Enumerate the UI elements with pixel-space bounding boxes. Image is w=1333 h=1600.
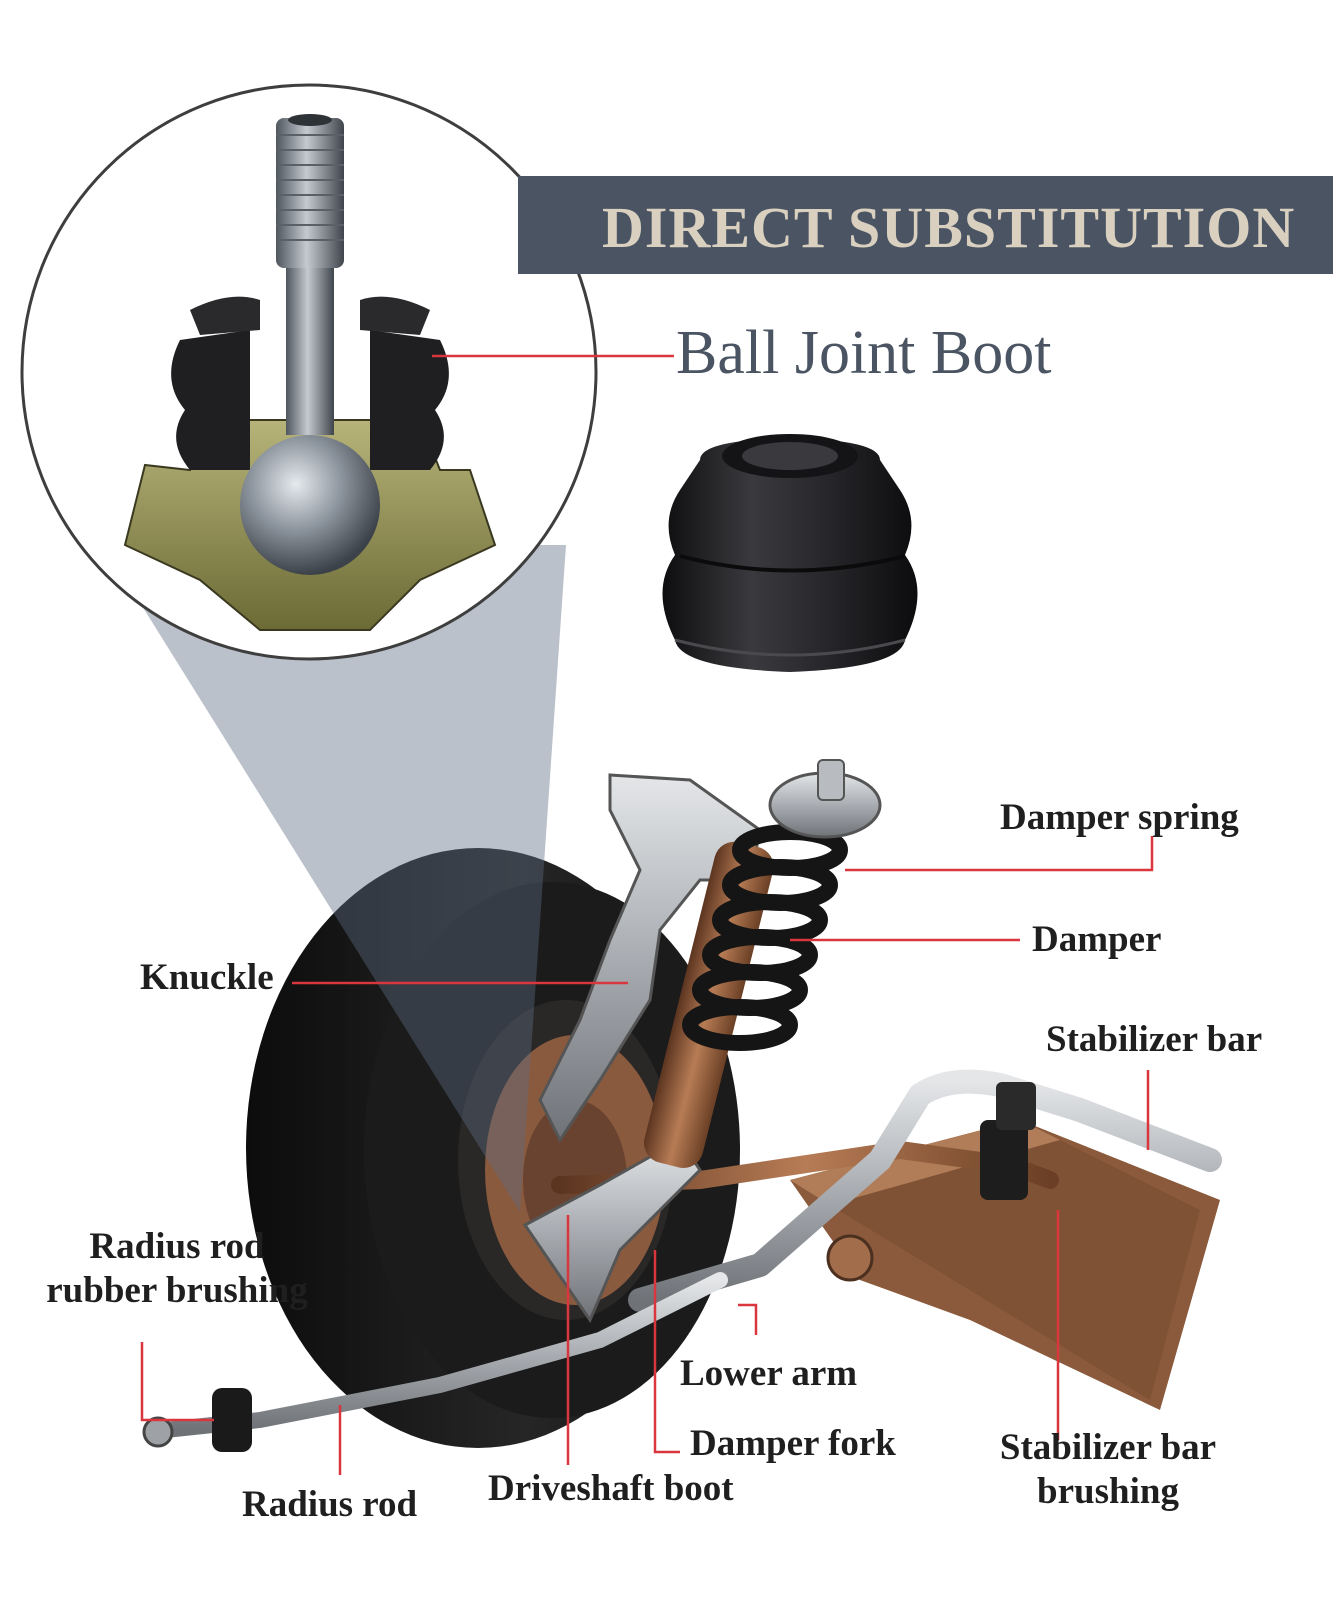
label-damper-fork: Damper fork (690, 1423, 896, 1464)
boot-product-photo (662, 434, 918, 672)
radius-rod-bushing (212, 1388, 252, 1452)
label-radius-rod-bushing-line2: rubber brushing (46, 1270, 308, 1312)
product-label: Ball Joint Boot (676, 319, 1052, 387)
label-damper-spring: Damper spring (1000, 797, 1239, 838)
label-knuckle: Knuckle (140, 957, 274, 998)
title-banner (518, 176, 1333, 274)
label-stabilizer-bar-bushing-line1: Stabilizer bar (999, 1427, 1217, 1468)
zoom-circle (20, 83, 598, 661)
magnification-cone (104, 545, 566, 1212)
label-radius-rod-bushing-line1: Radius rod (89, 1226, 265, 1267)
knuckle (538, 773, 762, 1143)
banner-title: DIRECT SUBSTITUTION (602, 195, 1296, 260)
stabilizer-bar-bushing (980, 1120, 1028, 1200)
label-stabilizer-bar-bushing-line2: brushing (1037, 1471, 1179, 1513)
label-damper: Damper (1032, 919, 1162, 960)
label-stabilizer-bar-bushing: Stabilizer bar brushing (958, 1426, 1258, 1515)
label-driveshaft-boot: Driveshaft boot (488, 1468, 734, 1509)
label-radius-rod: Radius rod (242, 1484, 418, 1525)
label-lower-arm: Lower arm (680, 1353, 858, 1394)
label-stabilizer-bar: Stabilizer bar (1046, 1019, 1263, 1060)
suspension-illustration (142, 759, 1222, 1452)
leader-lines (140, 354, 1154, 1475)
label-radius-rod-bushing: Radius rod rubber brushing (22, 1225, 332, 1314)
damper-assembly (644, 759, 882, 1168)
